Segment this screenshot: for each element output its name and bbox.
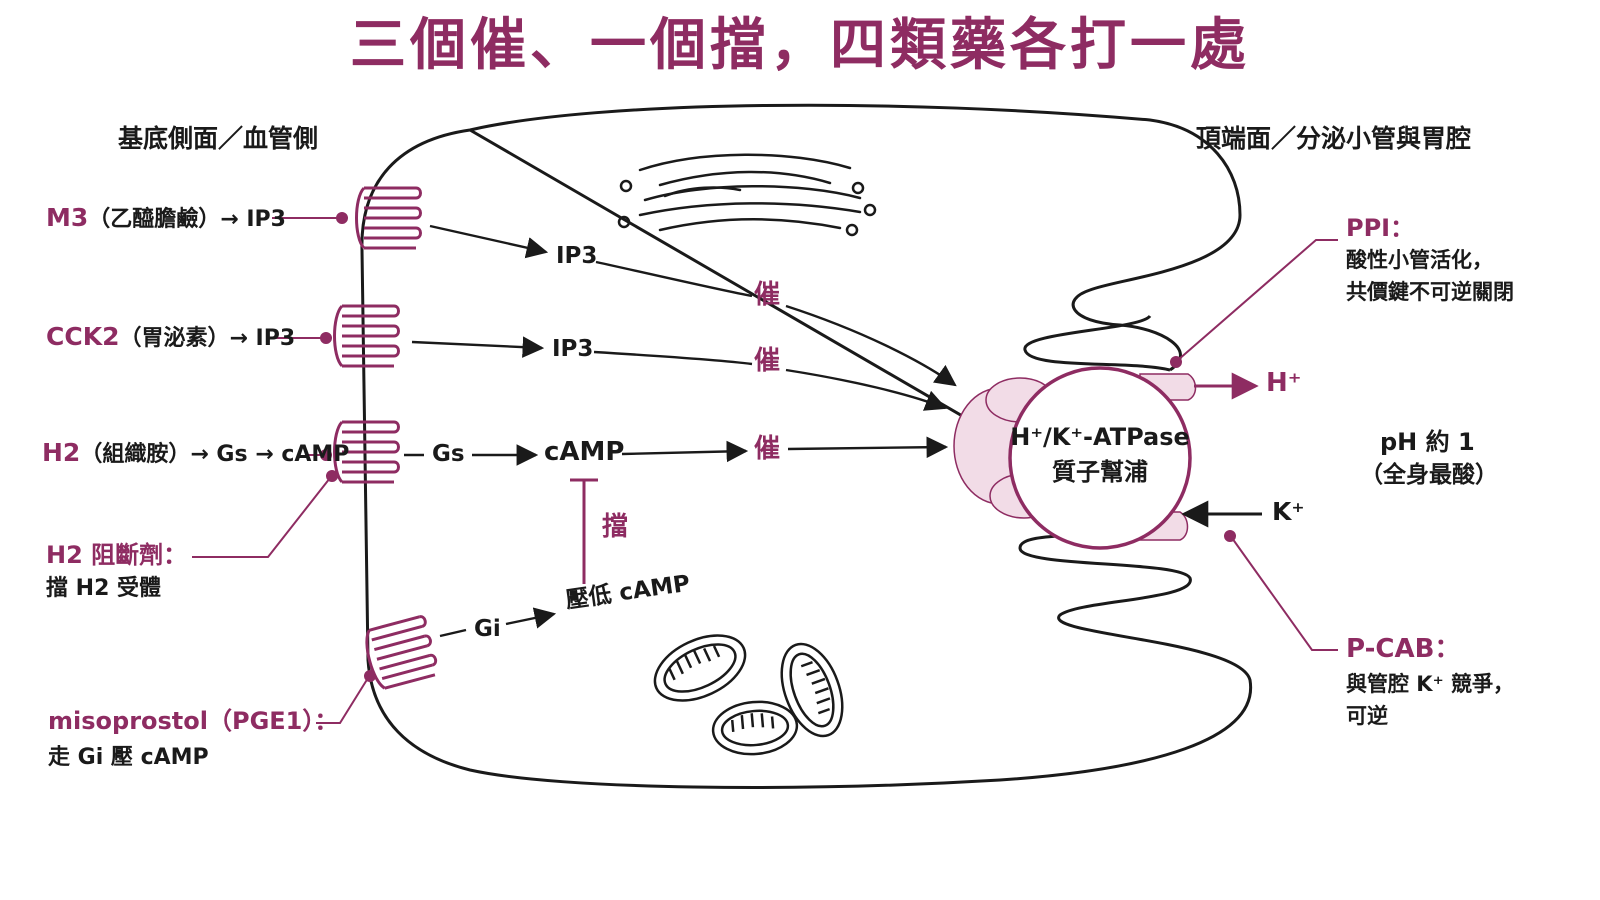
k-ion-label: K⁺ <box>1272 497 1305 526</box>
gi-label: Gi <box>474 616 501 642</box>
pcab-desc-line2: 可逆 <box>1346 704 1388 728</box>
pcab-desc-line1: 與管腔 K⁺ 競爭， <box>1346 672 1514 696</box>
proton-pump-label: H⁺/K⁺-ATPase 質子幫浦 <box>1010 420 1190 490</box>
h-ion-label: H⁺ <box>1266 368 1302 398</box>
m3-receptor <box>355 186 422 250</box>
ppi-desc-line1: 酸性小管活化， <box>1346 248 1493 272</box>
ep-receptor <box>365 615 438 690</box>
inhibition-bar <box>570 478 598 584</box>
pump-name: H⁺/K⁺-ATPase <box>1010 423 1190 451</box>
ppi-desc-line2: 共價鍵不可逆關閉 <box>1346 280 1514 304</box>
m3-detail: （乙醯膽鹼）→ IP3 <box>88 207 286 232</box>
stimulate-label-2: 催 <box>754 346 781 376</box>
ip3-label-m3: IP3 <box>556 243 598 269</box>
misoprostol-name: misoprostol（PGE1）： <box>48 707 339 735</box>
ph-value: pH 約 1 <box>1380 428 1475 456</box>
h2-receptor <box>333 420 400 484</box>
cck2-detail: （胃泌素）→ IP3 <box>119 326 296 351</box>
cck2-name: CCK2 <box>46 322 120 351</box>
h2-blocker-name: H2 阻斷劑： <box>46 541 188 569</box>
pcab-name: P-CAB： <box>1346 634 1461 664</box>
block-label: 擋 <box>602 512 629 542</box>
ph-note: （全身最酸） <box>1360 462 1498 488</box>
stimulate-label-1: 催 <box>754 280 781 310</box>
h2-name: H2 <box>42 438 81 467</box>
ppi-name: PPI： <box>1346 214 1415 242</box>
gs-label: Gs <box>432 441 465 467</box>
h2-detail: （組織胺）→ Gs → cAMP <box>80 442 350 467</box>
cck2-label: CCK2（胃泌素）→ IP3 <box>46 322 295 352</box>
pump-subtitle: 質子幫浦 <box>1052 457 1148 486</box>
proton-pump <box>953 366 1197 550</box>
ip3-label-cck2: IP3 <box>552 336 594 362</box>
m3-label: M3（乙醯膽鹼）→ IP3 <box>46 203 286 233</box>
camp-label: cAMP <box>544 437 625 467</box>
cell-membrane <box>360 103 1253 789</box>
page-title: 三個催、一個擋，四類藥各打一處 <box>350 13 1250 78</box>
apical-header: 頂端面／分泌小管與胃腔 <box>1196 124 1472 153</box>
cck2-receptor <box>333 304 400 368</box>
m3-name: M3 <box>46 203 89 232</box>
h2-label: H2（組織胺）→ Gs → cAMP <box>42 438 349 468</box>
stimulate-label-3: 催 <box>754 434 781 464</box>
basolateral-header: 基底側面／血管側 <box>118 124 319 153</box>
golgi-apparatus <box>617 153 877 237</box>
misoprostol-desc: 走 Gi 壓 cAMP <box>48 745 209 770</box>
h2-blocker-desc: 擋 H2 受體 <box>46 576 162 601</box>
mitochondria <box>653 634 844 756</box>
